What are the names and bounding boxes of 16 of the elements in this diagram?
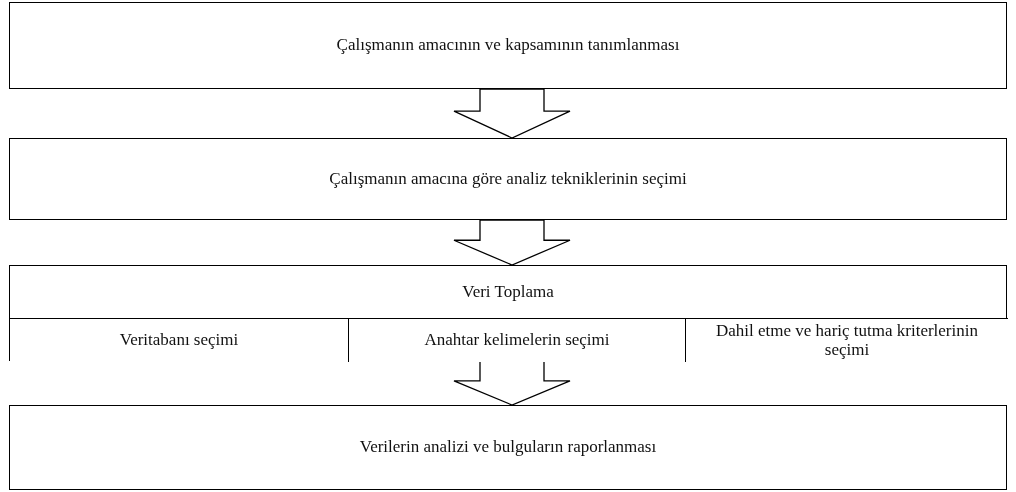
process-box <box>9 138 1007 220</box>
step-text: Dahil etme ve hariç tutma kriterlerinin seçimi <box>715 321 979 360</box>
process-box <box>9 265 1007 361</box>
process-box <box>9 2 1007 89</box>
group-heading: Veri Toplama <box>462 282 554 302</box>
sub-step-cell <box>348 318 685 362</box>
step-text: Çalışmanın amacının ve kapsamının tanımlanması <box>336 36 680 55</box>
block-arrow <box>453 219 571 266</box>
step-text: Verilerin analizi ve bulguların raporlanması <box>359 438 657 457</box>
step-text: Anahtar kelimelerin seçimi <box>423 331 611 350</box>
step-text: Çalışmanın amacına göre analiz tekniklerinin seçimi <box>329 169 687 189</box>
block-arrow <box>453 88 571 139</box>
step-text: Veritabanı seçimi <box>118 331 240 350</box>
process-box <box>9 405 1007 490</box>
sub-step-cell <box>10 318 348 362</box>
block-arrow <box>453 360 571 406</box>
